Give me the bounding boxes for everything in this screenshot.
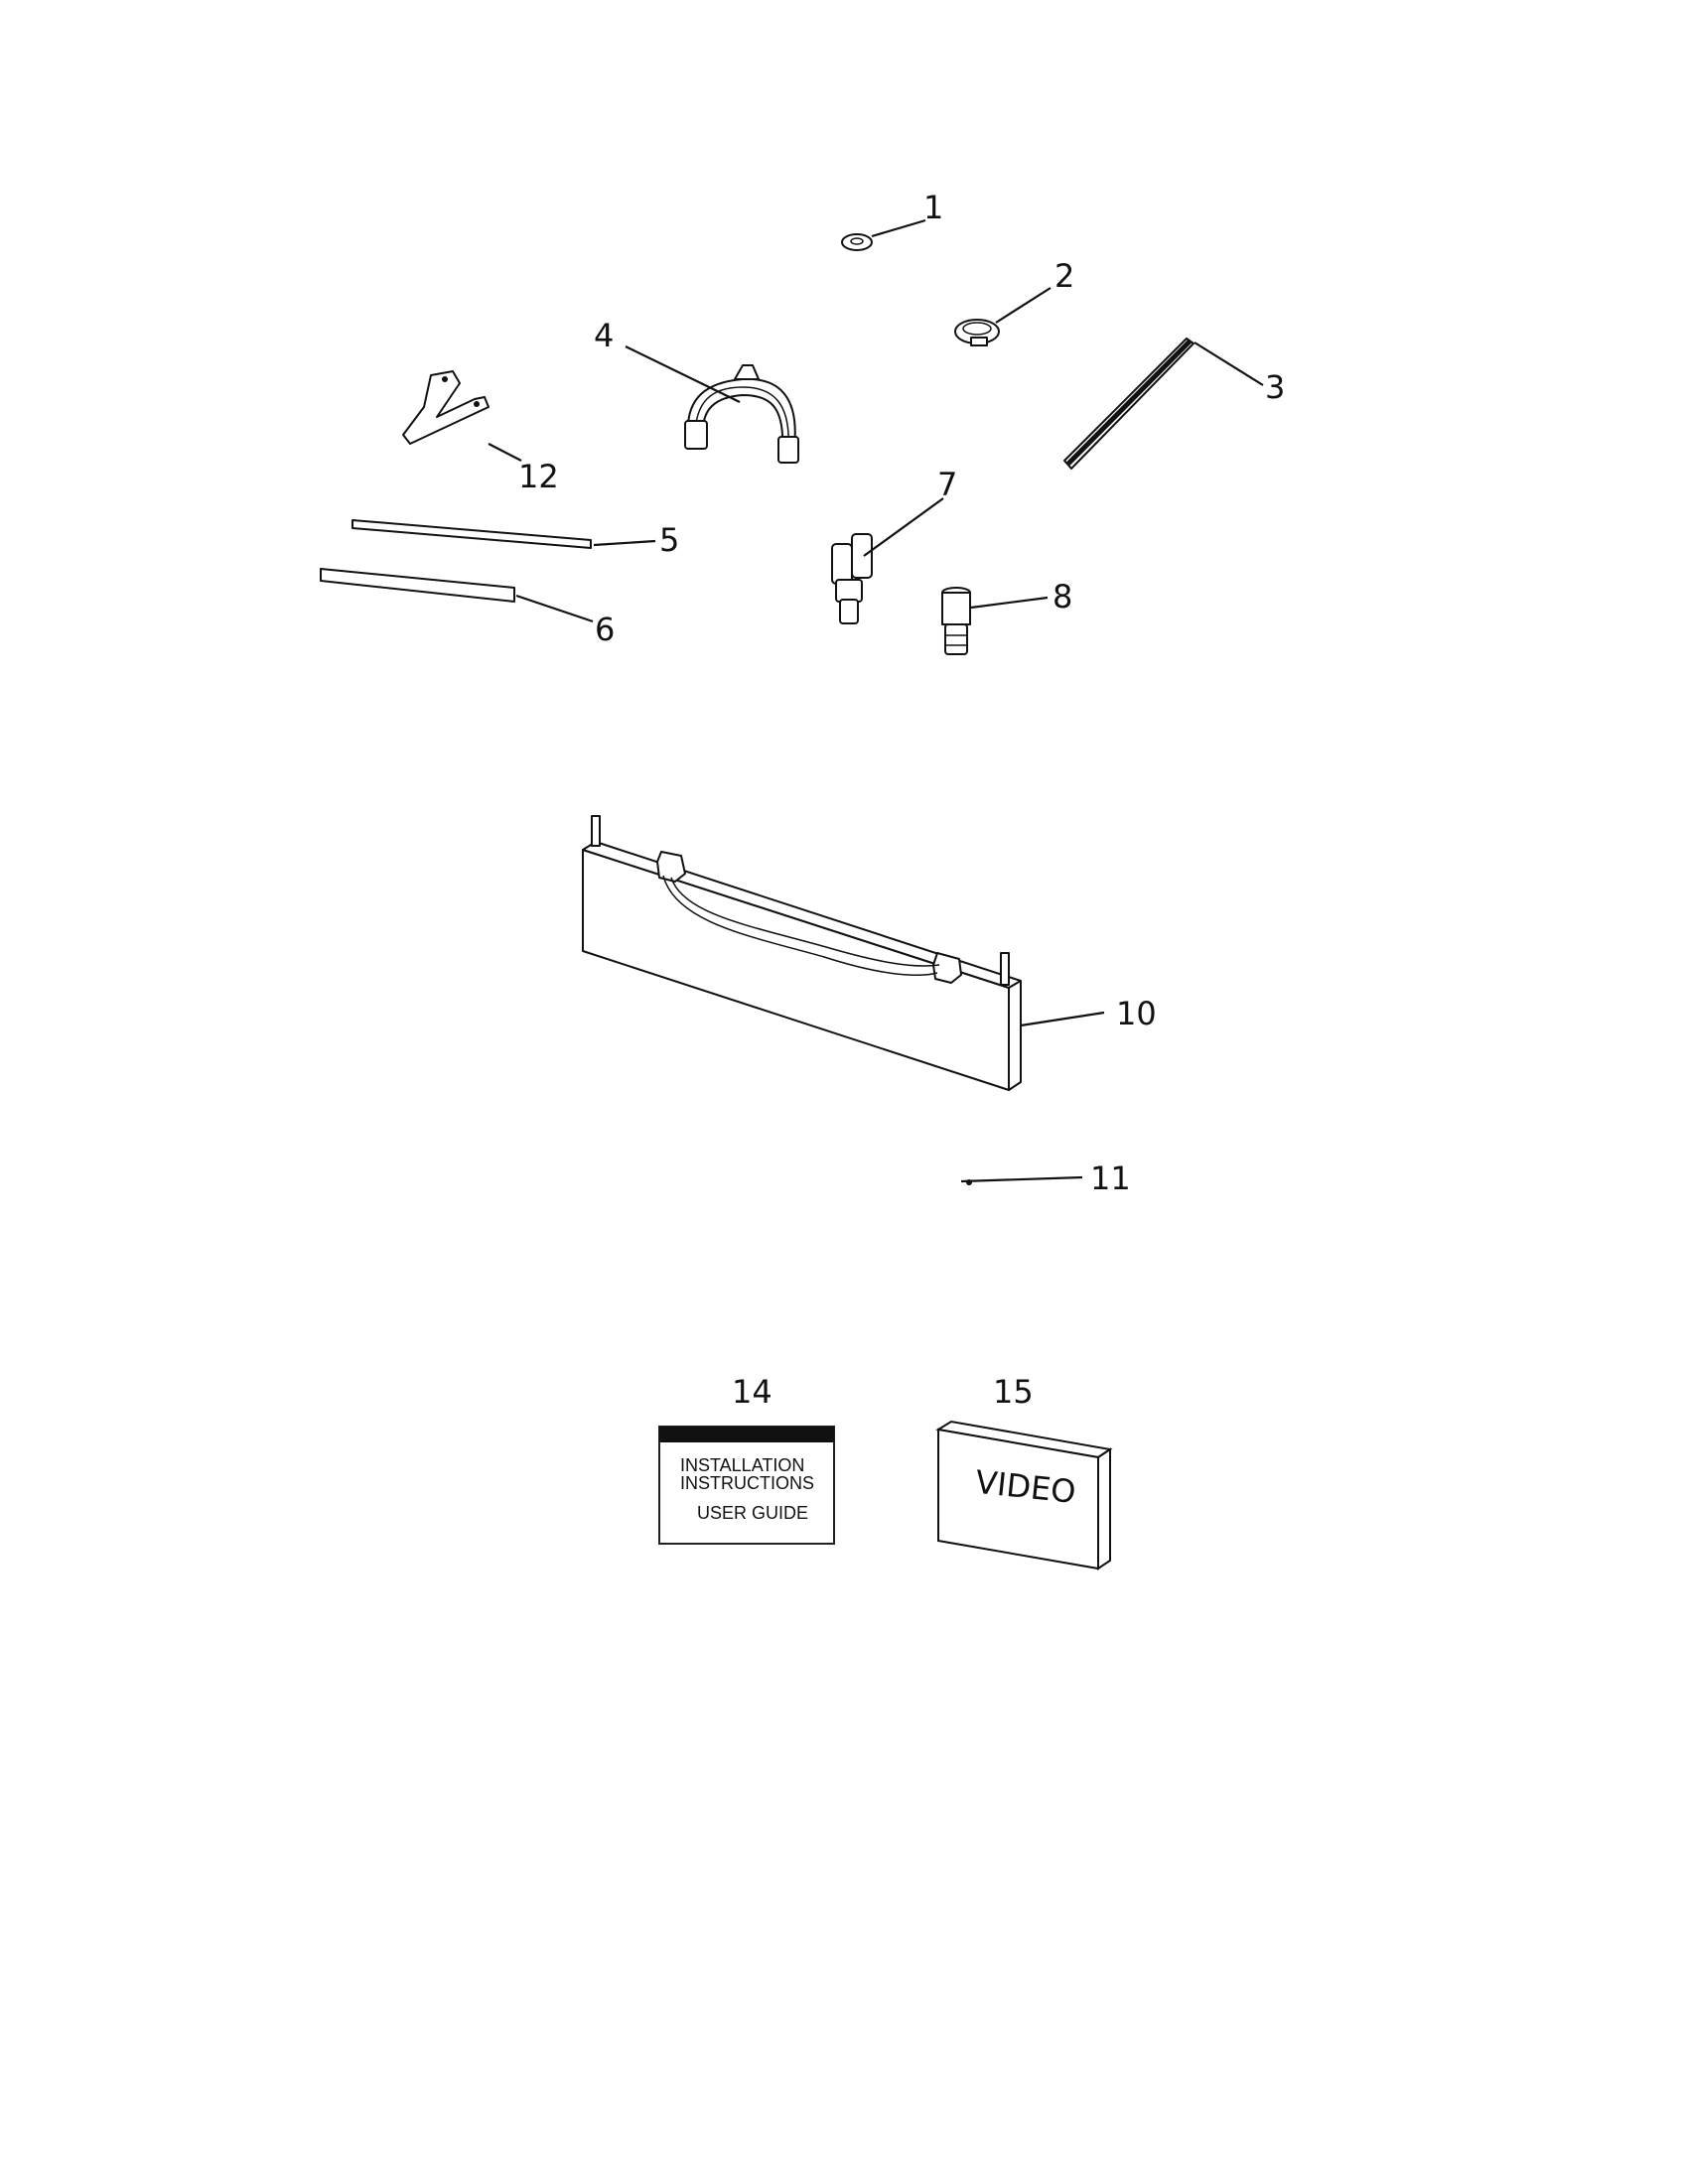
- part-4-hose-bracket: [625, 345, 799, 464]
- callout-4: 4: [594, 317, 614, 354]
- callout-1: 1: [923, 189, 943, 226]
- part-10-toe-panel: [582, 815, 1105, 1091]
- part-6-strip: [320, 568, 594, 623]
- callout-5: 5: [659, 521, 679, 559]
- part-2-hose-clamp: [954, 287, 1052, 346]
- part-1-washer: [841, 218, 926, 251]
- callout-8: 8: [1052, 578, 1072, 615]
- callout-6: 6: [595, 611, 615, 648]
- booklet-line-3: USER GUIDE: [697, 1503, 808, 1523]
- callout-14: 14: [732, 1373, 772, 1411]
- part-5-strip: [351, 519, 656, 549]
- part-14-installation-booklet: INSTALLATION INSTRUCTIONS USER GUIDE: [658, 1426, 835, 1545]
- part-8-hose-fitting: [941, 587, 1049, 655]
- callout-15: 15: [993, 1373, 1034, 1411]
- callout-11: 11: [1090, 1160, 1131, 1197]
- callout-3: 3: [1265, 368, 1285, 406]
- part-12-bracket-clip: [402, 370, 522, 462]
- callout-12: 12: [518, 458, 559, 495]
- callout-10: 10: [1116, 995, 1157, 1032]
- part-3-strip: [1063, 338, 1264, 470]
- booklet-line-1: INSTALLATION: [680, 1455, 804, 1475]
- callout-7: 7: [937, 466, 957, 503]
- callout-2: 2: [1054, 257, 1074, 295]
- booklet-line-2: INSTRUCTIONS: [680, 1473, 814, 1493]
- part-7-y-connector: [831, 497, 944, 624]
- part-15-video-box: VIDEO: [935, 1420, 1113, 1570]
- part-11-screw: [960, 1175, 1083, 1185]
